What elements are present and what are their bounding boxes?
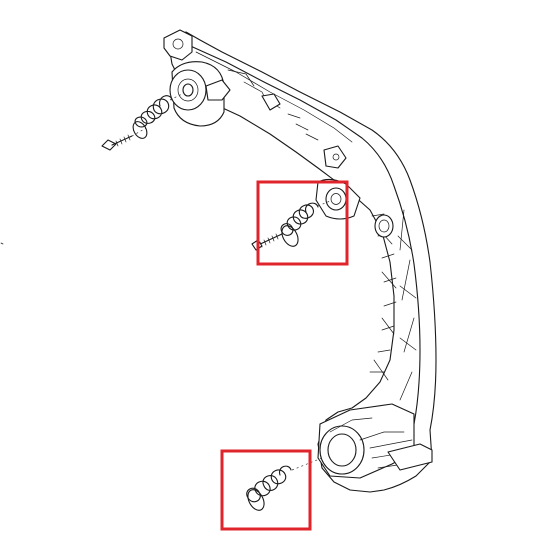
highlight-box-middle bbox=[256, 180, 349, 266]
margin-tick bbox=[0, 242, 4, 245]
spring-top-icon bbox=[132, 95, 173, 139]
highlight-box-bottom bbox=[220, 449, 312, 531]
spring-bottom-icon bbox=[246, 465, 292, 511]
bottom-socket bbox=[317, 403, 433, 479]
handle-housing bbox=[167, 31, 437, 493]
middle-pivot-boss bbox=[315, 178, 361, 220]
spring-middle-icon bbox=[280, 202, 319, 247]
top-pivot-boss bbox=[163, 29, 319, 141]
screw-top-icon bbox=[101, 134, 133, 151]
